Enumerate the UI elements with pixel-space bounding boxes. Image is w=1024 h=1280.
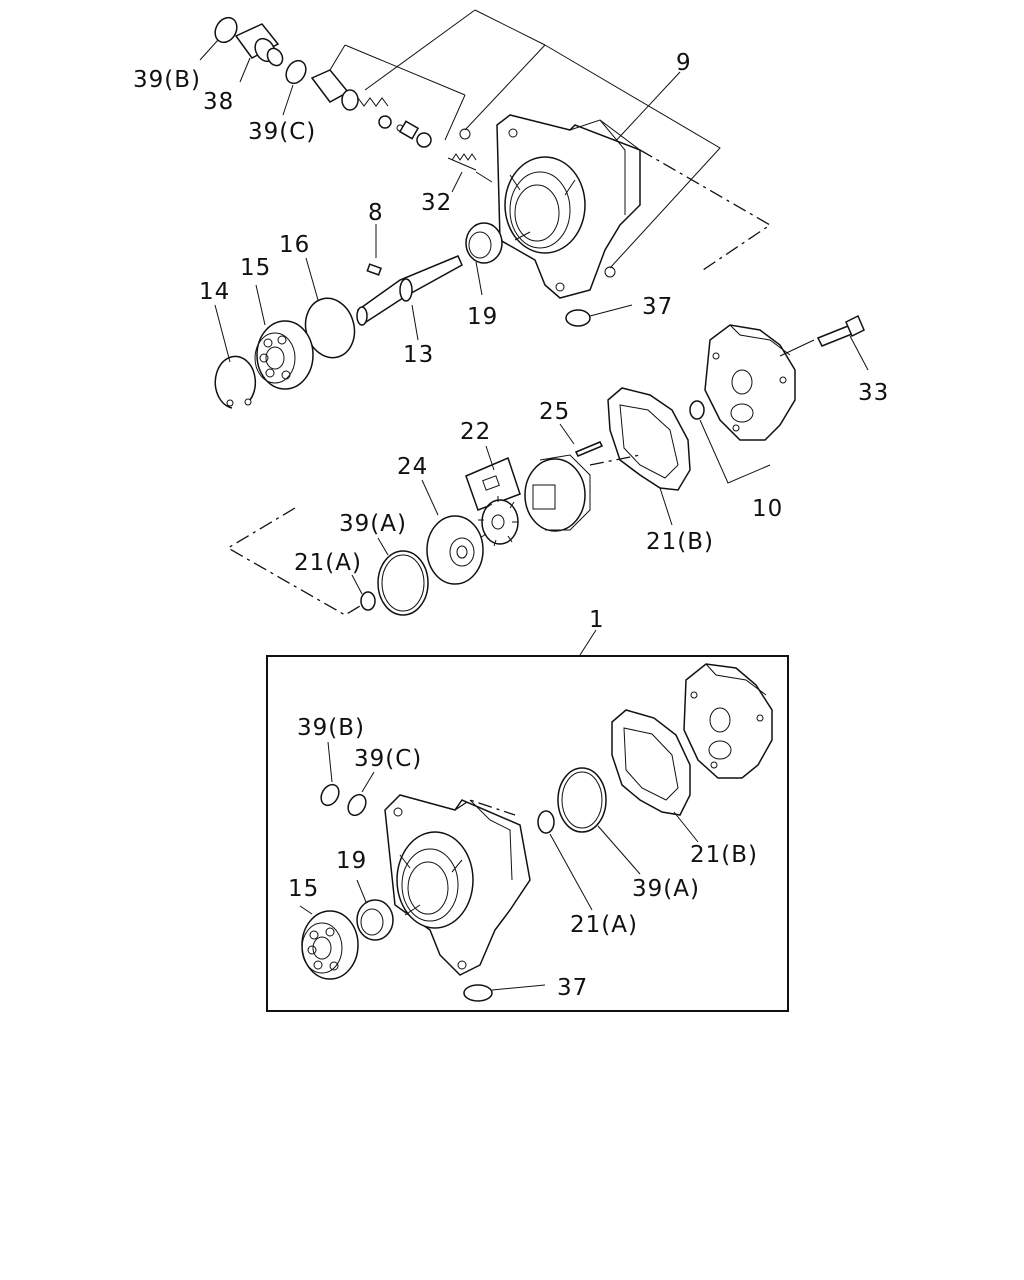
label-21a-top: 21(A): [294, 550, 362, 576]
label-39b-top: 39(B): [133, 67, 201, 93]
pin-25-part: [559, 423, 604, 457]
label-39c-kit: 39(C): [354, 746, 422, 772]
key-8-part: [366, 224, 382, 276]
washer-16-part: [304, 257, 356, 359]
ball-bearing-15-part: [254, 284, 314, 390]
label-24: 24: [397, 454, 428, 480]
kit-oring-39b-part: [320, 741, 340, 807]
label-16: 16: [279, 232, 310, 258]
kit-pump-housing-part: [384, 794, 531, 976]
label-32: 32: [421, 190, 452, 216]
label-39b-kit: 39(B): [297, 715, 365, 741]
label-37-kit: 37: [557, 975, 588, 1001]
gasket-21b-part: [607, 387, 691, 526]
oring-39a-part: [377, 537, 429, 616]
relief-valve-parts: [310, 44, 466, 148]
rotor-part: [478, 496, 519, 547]
label-21b-kit: 21(B): [690, 842, 758, 868]
kit-oring-39c-part: [347, 771, 375, 817]
label-1: 1: [589, 607, 605, 633]
label-21a-kit: 21(A): [570, 912, 638, 938]
valve-plug-38-part: [234, 23, 284, 83]
label-19-kit: 19: [336, 848, 367, 874]
label-19-top: 19: [467, 304, 498, 330]
label-13: 13: [403, 342, 434, 368]
cover-plate-10-part: [689, 324, 815, 484]
oring-39b-part: [199, 16, 238, 61]
label-15-top: 15: [240, 255, 271, 281]
label-9: 9: [676, 50, 692, 76]
oring-37-part: [565, 304, 633, 327]
repair-kit-box: [266, 655, 789, 1012]
label-10: 10: [752, 496, 783, 522]
shaft-13-part: [356, 255, 463, 341]
label-39a-top: 39(A): [339, 511, 407, 537]
bearing-19-part: [465, 222, 503, 296]
label-39c-top: 39(C): [248, 119, 316, 145]
label-25: 25: [539, 399, 570, 425]
label-39a-kit: 39(A): [632, 876, 700, 902]
kit-cover-plate-part: [683, 663, 773, 779]
label-8: 8: [368, 200, 384, 226]
bolt-33-part: [816, 314, 869, 371]
label-15-kit: 15: [288, 876, 319, 902]
pump-housing-9-part: [496, 114, 772, 299]
kit-oring-21a-part: [537, 810, 593, 911]
kit-ball-bearing-15-part: [299, 905, 359, 980]
kit-oring-37-part: [463, 984, 546, 1002]
cam-ring-part: [524, 454, 641, 532]
label-21b-top: 21(B): [646, 529, 714, 555]
label-38: 38: [203, 89, 234, 115]
label-33: 33: [858, 380, 889, 406]
oring-21a-part: [226, 507, 376, 616]
side-plate-24-part: [421, 479, 484, 585]
snap-ring-14-part: [214, 304, 257, 409]
label-37-top: 37: [642, 294, 673, 320]
oring-39c-part: [282, 59, 307, 116]
stud-32-part: [447, 153, 493, 193]
label-22: 22: [460, 419, 491, 445]
kit-gasket-21b-part: [611, 709, 699, 843]
vanes-22-part: [465, 445, 521, 511]
label-14: 14: [199, 279, 230, 305]
kit-oring-39a-part: [557, 767, 641, 875]
kit-bearing-19-part: [356, 879, 394, 941]
